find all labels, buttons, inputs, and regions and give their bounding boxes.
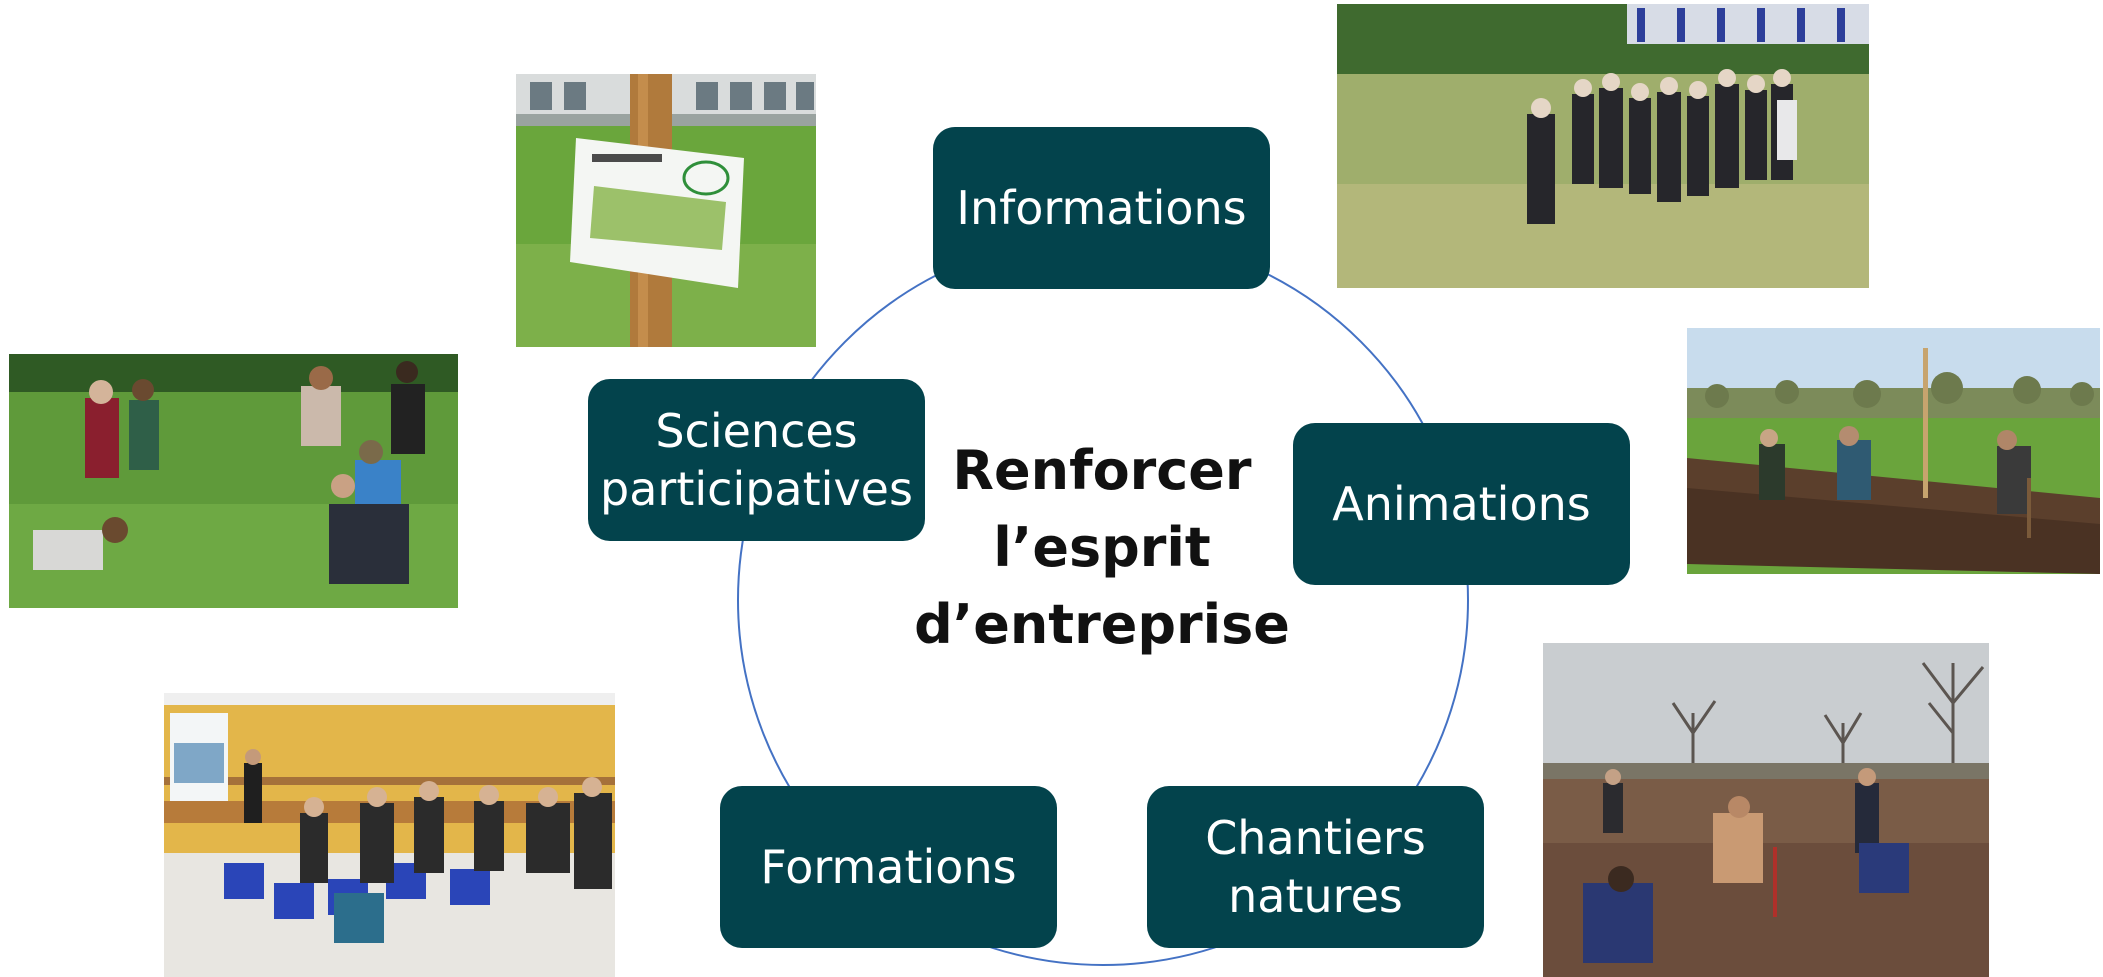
group-visit-photo: [1337, 4, 1869, 288]
node-chantiers-natures: Chantiers natures: [1147, 786, 1484, 948]
meadow-sign-photo: [516, 74, 816, 347]
node-formations: Formations: [720, 786, 1057, 948]
node-informations: Informations: [933, 127, 1270, 289]
training-room-photo: [164, 693, 615, 977]
tree-planting-photo: [1687, 328, 2100, 574]
winter-worksite-photo: [1543, 643, 1989, 977]
node-sciences-participatives: Sciences participatives: [588, 379, 925, 541]
node-animations: Animations: [1293, 423, 1630, 585]
center-title: Renforcer l’esprit d’entreprise: [914, 439, 1290, 656]
field-survey-photo: [9, 354, 458, 608]
